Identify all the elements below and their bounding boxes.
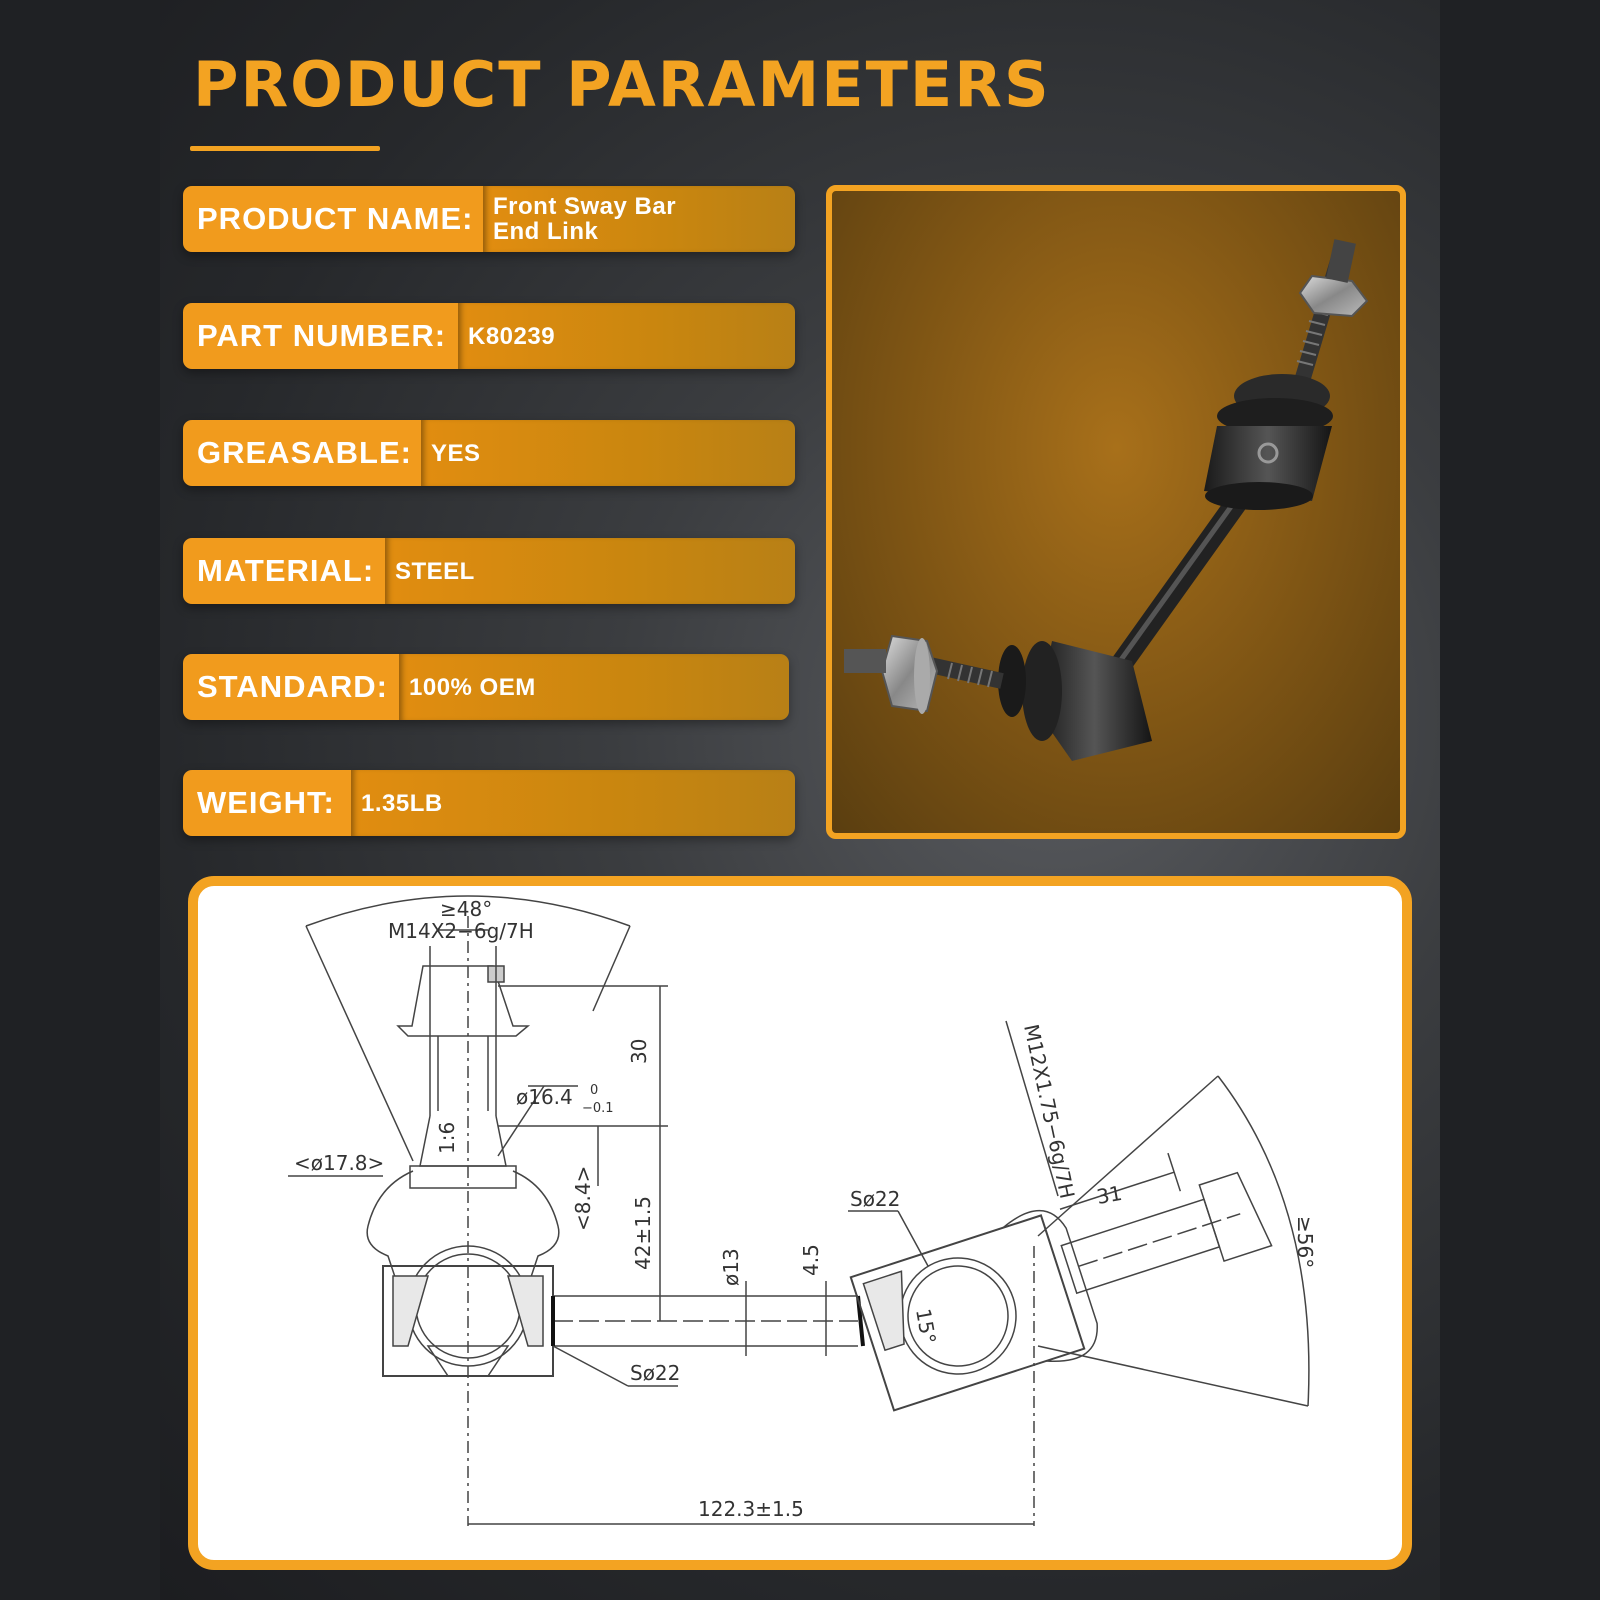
dim-angle-top: ≥48° (440, 897, 492, 921)
param-label: STANDARD: (183, 654, 399, 720)
product-photo-frame (826, 185, 1406, 839)
technical-drawing-frame: ≥48° M14X2−6g/7H 30 ø16.4 0 −0.1 1:6 <ø1… (188, 876, 1412, 1570)
param-row-product-name: PRODUCT NAME: Front Sway Bar End Link (183, 186, 795, 252)
dim-angle-right: ≥56° (1293, 1216, 1317, 1268)
param-row-weight: WEIGHT: 1.35LB (183, 770, 795, 836)
param-label: PRODUCT NAME: (183, 186, 483, 252)
dim-length-42: 42±1.5 (631, 1196, 655, 1270)
dim-45: 4.5 (799, 1244, 823, 1276)
technical-drawing: ≥48° M14X2−6g/7H 30 ø16.4 0 −0.1 1:6 <ø1… (288, 895, 1317, 1526)
page-title: PRODUCT PARAMETERS (193, 48, 1051, 121)
param-value: Front Sway Bar End Link (483, 186, 795, 252)
param-label: PART NUMBER: (183, 303, 458, 369)
dim-diameter-178: <ø17.8> (294, 1151, 384, 1175)
param-label: GREASABLE: (183, 420, 421, 486)
param-value: YES (421, 420, 795, 486)
param-row-greasable: GREASABLE: YES (183, 420, 795, 486)
dim-diameter-13: ø13 (719, 1248, 743, 1286)
param-value: 1.35LB (351, 770, 795, 836)
dim-sphere-right: Sø22 (850, 1187, 900, 1211)
dim-angle-15: 15° (911, 1307, 941, 1346)
dim-diameter-16-tol-upper: 0 (590, 1083, 598, 1098)
param-value: 100% OEM (399, 654, 789, 720)
param-value: K80239 (458, 303, 795, 369)
title-underline (190, 146, 380, 151)
dim-84: <8.4> (571, 1166, 595, 1231)
param-value: STEEL (385, 538, 795, 604)
dim-length-30: 30 (627, 1039, 651, 1064)
sway-bar-link-illustration (844, 239, 1369, 761)
dim-diameter-16-tol-lower: −0.1 (582, 1101, 614, 1116)
dim-total-length: 122.3±1.5 (698, 1497, 804, 1521)
param-label: WEIGHT: (183, 770, 351, 836)
dim-sphere-left: Sø22 (630, 1361, 680, 1385)
dim-length-31: 31 (1095, 1181, 1124, 1209)
dim-thread-top: M14X2−6g/7H (388, 919, 534, 943)
param-row-material: MATERIAL: STEEL (183, 538, 795, 604)
dim-thread-right: M12X1.75−6g/7H (1019, 1022, 1079, 1201)
param-label: MATERIAL: (183, 538, 385, 604)
dim-diameter-16: ø16.4 (516, 1085, 573, 1109)
dim-taper: 1:6 (435, 1122, 459, 1154)
param-row-part-number: PART NUMBER: K80239 (183, 303, 795, 369)
param-row-standard: STANDARD: 100% OEM (183, 654, 789, 720)
